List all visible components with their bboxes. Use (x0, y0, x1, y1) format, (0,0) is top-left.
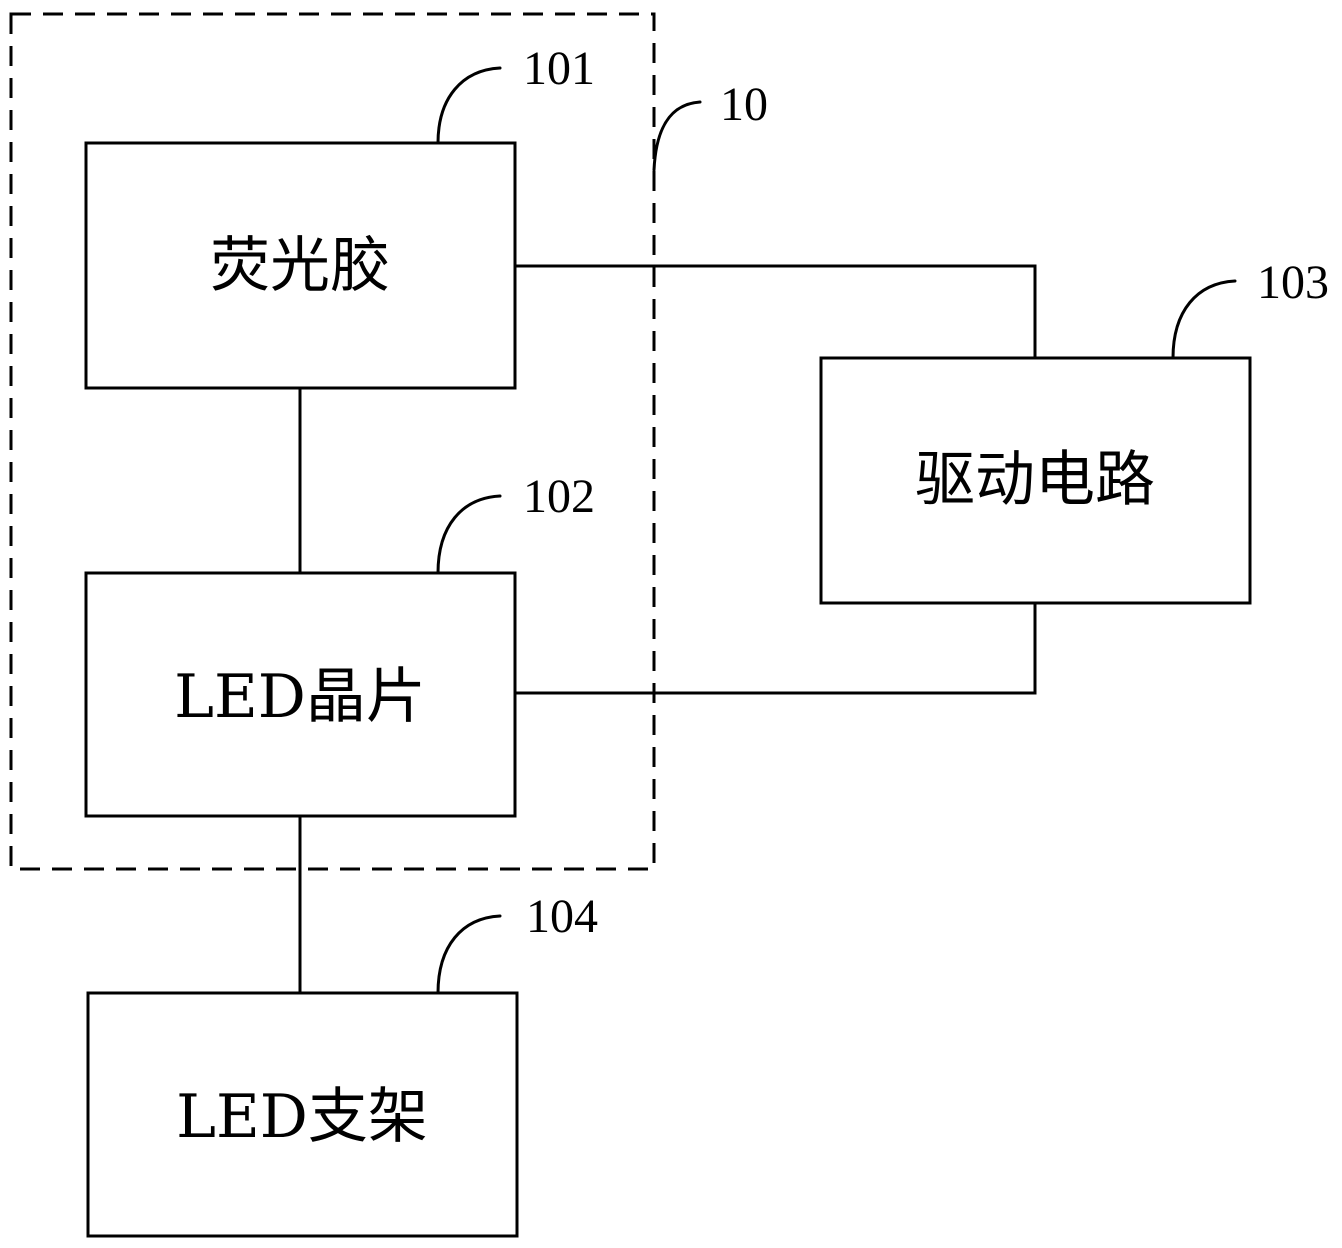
wire-chip-driver (515, 603, 1035, 693)
leader-101 (438, 68, 500, 143)
ref-102: 102 (523, 470, 595, 523)
ref-103: 103 (1257, 256, 1329, 309)
ref-104: 104 (526, 890, 598, 943)
led-bracket-label: LED支架 (176, 1082, 428, 1152)
wire-phosphor-driver (515, 266, 1035, 358)
phosphor-label: 荧光胶 (210, 231, 390, 301)
ref-101: 101 (523, 42, 595, 95)
leader-104 (438, 916, 500, 993)
ref-10: 10 (720, 78, 768, 131)
leader-102 (438, 496, 500, 573)
driver-label: 驱动电路 (915, 445, 1155, 515)
leader-103 (1173, 281, 1235, 358)
leader-10 (654, 102, 700, 170)
led-chip-label: LED晶片 (174, 662, 426, 732)
